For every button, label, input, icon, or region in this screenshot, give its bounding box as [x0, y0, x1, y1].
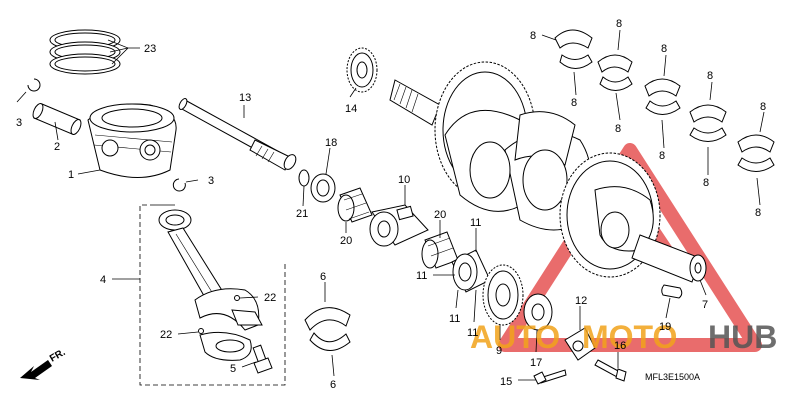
piston [87, 103, 177, 178]
primary-shaft [178, 98, 297, 171]
callout-11d: 11 [467, 327, 478, 339]
callout-11a: 11 [470, 217, 481, 229]
callout-6a: 6 [320, 271, 326, 283]
callout-2: 2 [54, 141, 60, 153]
callout-15: 15 [500, 376, 512, 388]
callout-13: 13 [239, 92, 251, 104]
callout-16: 16 [614, 340, 626, 352]
callout-7: 7 [702, 299, 708, 311]
callout-1: 1 [68, 169, 74, 181]
callout-9: 9 [496, 345, 502, 357]
callout-8d: 8 [615, 123, 621, 135]
callout-8c: 8 [616, 18, 622, 30]
callout-8g: 8 [707, 70, 713, 82]
callout-14: 14 [345, 103, 357, 115]
main-bearings [554, 29, 775, 172]
small-gear [346, 47, 378, 93]
callout-22b: 22 [160, 329, 172, 341]
thrust-washer [523, 293, 553, 331]
callout-20b: 20 [434, 209, 446, 221]
callout-8e: 8 [661, 43, 667, 55]
front-label: FR. [48, 347, 68, 365]
callout-8h: 8 [703, 177, 709, 189]
crankshaft [389, 61, 707, 283]
woodruff-key [661, 284, 683, 299]
callout-8j: 8 [755, 207, 761, 219]
gear-and-collars [451, 249, 524, 326]
piston-pin-clip [27, 78, 186, 192]
callout-17: 17 [530, 357, 542, 369]
watermark-part2: MOTO [582, 319, 677, 355]
front-arrow-icon: FR. [20, 347, 68, 380]
leader-lines [16, 29, 765, 381]
watermark-part1: AUTO [470, 319, 560, 355]
rod-bearings [304, 307, 351, 351]
callout-8i: 8 [760, 101, 766, 113]
watermark-part3: HUB [708, 319, 777, 355]
callout-3b: 3 [208, 175, 214, 187]
callout-10: 10 [398, 174, 410, 186]
callout-22a: 22 [264, 292, 276, 304]
callout-21: 21 [296, 208, 308, 220]
sensor-and-bolts [533, 327, 627, 385]
watermark-text: AUTO MOTO HUB [470, 319, 777, 355]
connecting-rod-group [139, 204, 286, 386]
callout-19: 19 [659, 321, 671, 333]
callout-8f: 8 [659, 150, 665, 162]
callout-18: 18 [325, 137, 337, 149]
callout-6b: 6 [330, 379, 336, 391]
piston-rings [49, 29, 121, 75]
callout-11b: 11 [416, 270, 427, 282]
needle-bearing [337, 187, 459, 269]
callout-11c: 11 [449, 313, 460, 325]
callout-8b: 8 [571, 97, 577, 109]
piston-pin [32, 103, 82, 135]
callout-4: 4 [100, 274, 106, 286]
callout-8a: 8 [530, 30, 536, 42]
callout-labels: 23 3 2 1 3 4 22 22 5 13 14 18 21 20 10 2… [16, 18, 766, 391]
callout-3: 3 [16, 117, 22, 129]
washer [298, 169, 336, 203]
callout-12: 12 [575, 295, 587, 307]
callout-20a: 20 [340, 235, 352, 247]
primary-sleeve [369, 204, 429, 247]
callout-23: 23 [144, 43, 156, 55]
callout-5: 5 [230, 363, 236, 375]
diagram-code: MFL3E1500A [645, 372, 700, 382]
